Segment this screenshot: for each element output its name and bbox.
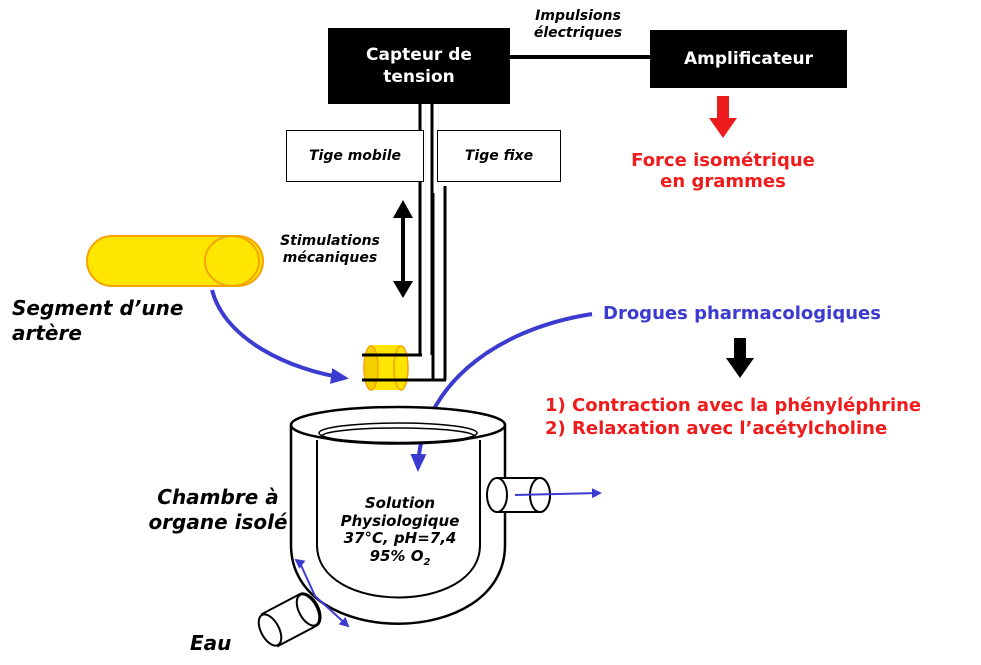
- impulses-line2: électriques: [533, 24, 623, 41]
- stim-line2: mécaniques: [282, 249, 378, 266]
- solution-label: Solution Physiologique 37°C, pH=7,4 95% …: [330, 494, 470, 569]
- water-text: Eau: [190, 631, 232, 655]
- chamber-line2: organe isolé: [148, 510, 288, 534]
- effect-relaxation: 2) Relaxation avec l’acétylcholine: [545, 417, 888, 439]
- force-label: Force isométrique en grammes: [623, 150, 823, 192]
- mobile-rod-label: Tige mobile: [308, 148, 402, 164]
- effect-contraction: 1) Contraction avec la phényléphrine: [545, 395, 922, 416]
- drugs-text: Drogues pharmacologiques: [603, 303, 881, 324]
- chamber-label: Chambre à organe isolé: [148, 485, 288, 535]
- black-down-arrow: [726, 338, 754, 378]
- inlet-tube-shape: [257, 592, 322, 648]
- stimulation-double-arrow: [393, 200, 413, 298]
- amplifier-box: Amplificateur: [650, 30, 847, 88]
- solution-line3: 37°C, pH=7,4: [343, 529, 457, 548]
- stim-line1: Stimulations: [280, 233, 380, 249]
- segment-line1: Segment d’une: [12, 296, 184, 320]
- red-down-arrow: [709, 96, 737, 138]
- solution-line4: 95% O2: [330, 547, 470, 569]
- solution-line1: Solution: [364, 494, 436, 512]
- impulses-label: Impulsions électriques: [508, 8, 648, 41]
- solution-o2-main: 95% O: [369, 547, 424, 566]
- organ-chamber-shape: [289, 405, 507, 625]
- tension-sensor-box: Capteur de tension: [328, 28, 510, 104]
- artery-segment-shape: [86, 235, 264, 287]
- outlet-arrow: [514, 488, 602, 499]
- fixed-rod-label: Tige fixe: [464, 148, 534, 164]
- segment-line2: artère: [12, 321, 82, 345]
- sensor-line2: tension: [383, 67, 455, 87]
- chamber-line1: Chambre à: [157, 485, 279, 509]
- effects-label: 1) Contraction avec la phényléphrine 2) …: [545, 395, 921, 440]
- force-line2: en grammes: [660, 171, 786, 193]
- artery-ring-shape: [362, 345, 446, 391]
- sensor-line1: Capteur de: [366, 44, 472, 65]
- solution-line2: Physiologique: [340, 511, 460, 530]
- amplifier-label: Amplificateur: [684, 48, 813, 69]
- stimulation-label: Stimulations mécaniques: [268, 233, 392, 266]
- water-label: Eau: [190, 631, 232, 656]
- impulses-line1: Impulsions: [535, 8, 621, 24]
- fixed-rod-box: Tige fixe: [437, 130, 561, 182]
- force-line1: Force isométrique: [631, 150, 815, 171]
- artery-segment-label: Segment d’une artère: [12, 296, 183, 346]
- inlet-arrow: [299, 562, 350, 628]
- mobile-rod-box: Tige mobile: [286, 130, 424, 182]
- segment-arrow: [210, 289, 349, 384]
- solution-o2-sub: 2: [423, 557, 431, 569]
- drugs-label: Drogues pharmacologiques: [603, 303, 881, 324]
